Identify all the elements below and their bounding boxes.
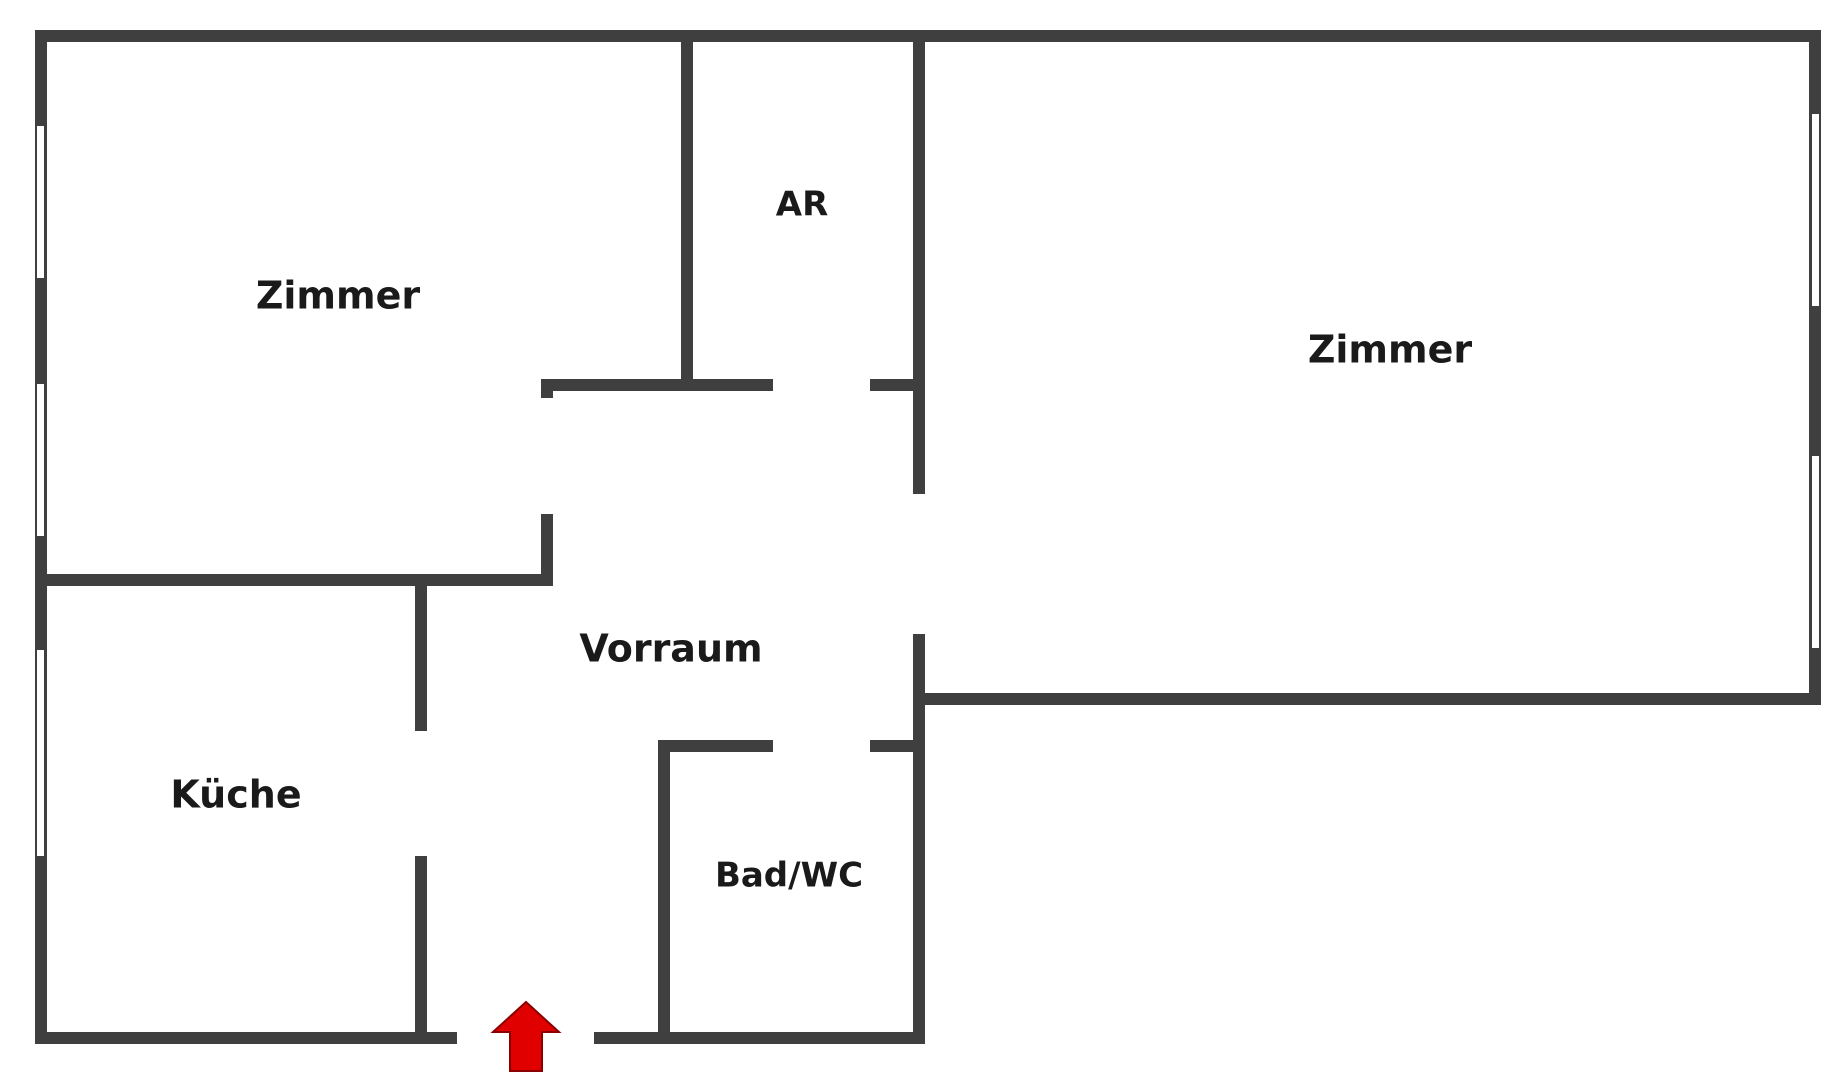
window-left-3 — [37, 650, 44, 856]
window-left-2 — [37, 384, 44, 536]
room-label-zimmer-right: Zimmer — [1308, 328, 1473, 372]
entrance-arrow-icon — [490, 1000, 562, 1072]
room-label-bad-wc: Bad/WC — [715, 856, 863, 896]
window-left-1 — [37, 126, 44, 278]
room-label-ar: AR — [776, 185, 829, 225]
window-right-1 — [1812, 114, 1819, 306]
window-right-2 — [1812, 456, 1819, 648]
room-label-vorraum: Vorraum — [579, 627, 762, 671]
room-label-kueche: Küche — [170, 773, 301, 817]
room-label-zimmer-left: Zimmer — [256, 274, 421, 318]
windows — [37, 114, 1819, 856]
